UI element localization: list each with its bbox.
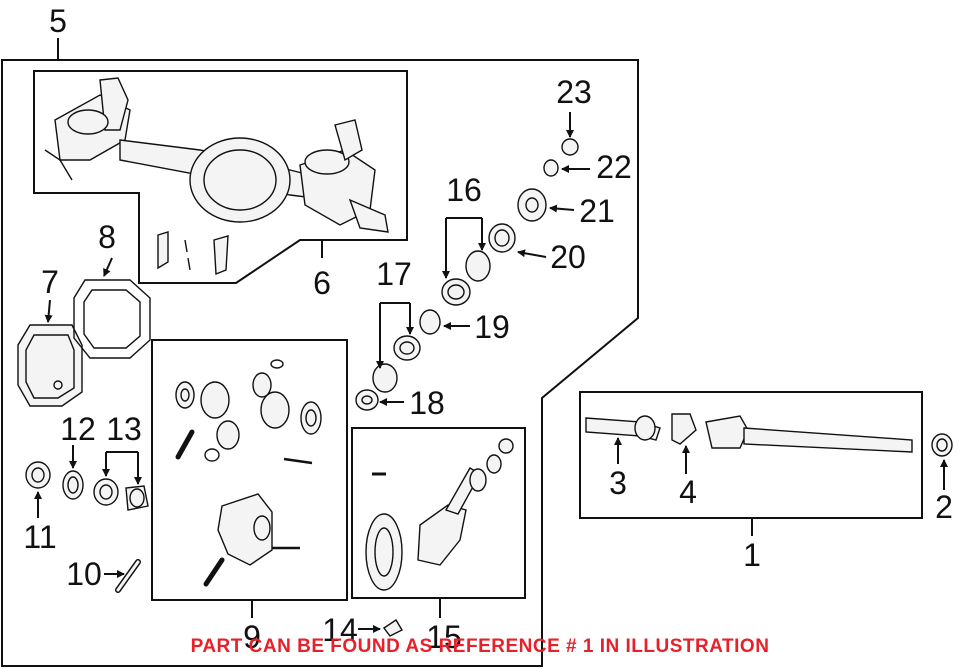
callout-13: 13: [106, 411, 142, 447]
pin-10-icon: [115, 559, 141, 593]
differential-frame-9: [151, 339, 348, 601]
bearing-12-icon: [62, 470, 84, 500]
axle-housing-icon: [44, 77, 389, 233]
callout-20: 20: [550, 239, 586, 275]
callout-2: 2: [935, 489, 953, 525]
callout-10: 10: [66, 556, 102, 592]
differential-parts-icon: [175, 359, 322, 587]
axle-shaft-icon: [585, 413, 953, 457]
callout-14: 14: [322, 612, 358, 648]
ring-pinion-icon: [365, 438, 514, 591]
assembly-frame-5: [1, 59, 639, 667]
callout-5: 5: [49, 3, 67, 39]
callout-17: 17: [376, 256, 412, 292]
bolt-14-icon: [382, 619, 403, 637]
bracket-bolts-icon: [157, 231, 229, 276]
axle-shaft-frame-1: [579, 391, 923, 519]
callout-4: 4: [679, 474, 697, 510]
callout-3: 3: [609, 465, 627, 501]
callout-11: 11: [23, 519, 56, 555]
callout-9: 9: [243, 619, 261, 655]
callout-18: 18: [409, 385, 445, 421]
callout-19: 19: [474, 309, 510, 345]
diff-cover-icon: [17, 324, 83, 407]
callout-16: 16: [446, 172, 482, 208]
callout-6: 6: [313, 265, 331, 301]
reference-note: PART CAN BE FOUND AS REFERENCE # 1 IN IL…: [190, 636, 770, 657]
seal-11-icon: [25, 461, 51, 489]
callout-1: 1: [743, 537, 761, 573]
callout-15: 15: [426, 619, 462, 655]
callout-8: 8: [98, 219, 116, 255]
callout-21: 21: [579, 193, 615, 229]
leader-lines: [34, 112, 948, 633]
bearing-13-icon: [93, 478, 149, 511]
pinion-stack-icon: [355, 138, 579, 411]
cover-gasket-icon: [73, 279, 151, 359]
gear-set-frame-15: [351, 427, 526, 599]
callout-7: 7: [41, 264, 59, 300]
callout-23: 23: [556, 74, 592, 110]
housing-frame-6: [33, 70, 408, 284]
callout-22: 22: [596, 149, 632, 185]
callout-12: 12: [60, 411, 96, 447]
